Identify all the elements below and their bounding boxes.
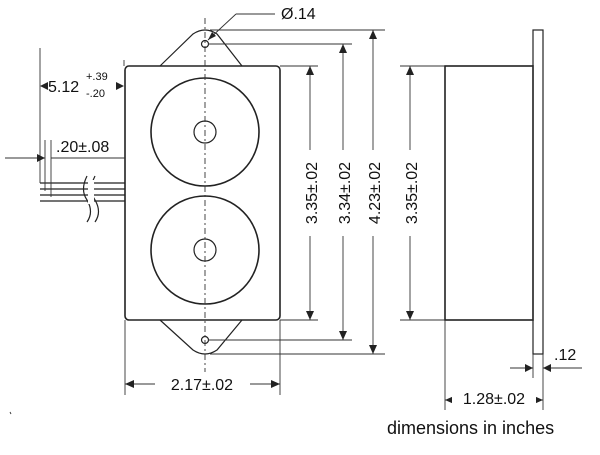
bottom-mounting-tab xyxy=(159,319,243,355)
front-body-outline xyxy=(124,65,281,321)
flange-thickness-label: .12 xyxy=(554,347,576,364)
body-depth-label: 1.28±.02 xyxy=(463,391,525,408)
body-height-label: 3.35±.02 xyxy=(304,162,321,224)
lead-length-dimension: 5.12 +.39 -.20 xyxy=(39,48,125,183)
lead-wires xyxy=(40,175,125,223)
top-mounting-tab xyxy=(159,29,243,67)
side-view xyxy=(444,29,544,355)
overall-height-label: 4.23±.02 xyxy=(367,162,384,224)
body-depth-dimension: 1.28±.02 xyxy=(444,320,544,410)
mount-hole-spacing-dimension: 3.34±.02 xyxy=(208,43,354,341)
body-width-label: 2.17±.02 xyxy=(171,377,233,394)
body-width-dimension: 2.17±.02 xyxy=(124,320,281,395)
flange-thickness-dimension: .12 xyxy=(510,347,582,378)
side-height-label: 3.35±.02 xyxy=(404,162,421,224)
units-note: dimensions in inches xyxy=(387,418,554,438)
lead-length-tol-minus: -.20 xyxy=(86,88,105,100)
lead-length-label: 5.12 xyxy=(48,79,79,96)
side-height-dimension: 3.35±.02 xyxy=(400,65,445,321)
front-view xyxy=(124,18,281,372)
side-flange xyxy=(532,29,544,355)
lead-spacing-label: .20±.08 xyxy=(56,139,109,156)
side-body-outline xyxy=(444,65,534,321)
mount-hole-spacing-label: 3.34±.02 xyxy=(337,162,354,224)
overall-height-dimension: 4.23±.02 xyxy=(210,29,385,355)
lead-spacing-dimension: .20±.08 xyxy=(5,139,125,197)
hole-diameter-dimension: Ø.14 xyxy=(207,6,316,41)
hole-diameter-label: Ø.14 xyxy=(281,6,316,23)
lead-length-tol-plus: +.39 xyxy=(86,71,108,83)
body-height-dimension: 3.35±.02 xyxy=(280,65,321,321)
